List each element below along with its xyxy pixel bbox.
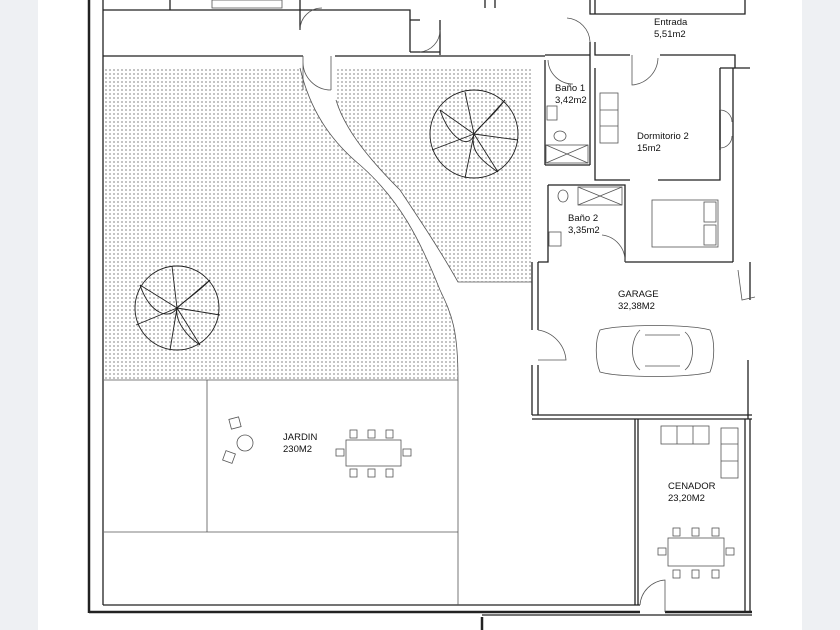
room-name-bano2: Baño 2 — [568, 213, 598, 224]
room-name-dormitorio2: Dormitorio 2 — [637, 131, 689, 142]
room-area-entrada: 5,51m2 — [654, 29, 686, 40]
bathroom-fixtures — [545, 105, 623, 247]
interior-walls — [531, 0, 756, 612]
lawn-area-left — [104, 68, 458, 380]
room-area-bano1: 3,42m2 — [555, 95, 587, 106]
garden-zones — [104, 379, 459, 605]
room-area-cenador: 23,20M2 — [668, 493, 705, 504]
room-area-bano2: 3,35m2 — [568, 225, 600, 236]
garden-chairs-icon — [222, 416, 254, 464]
cenador-dining-table-icon — [657, 527, 735, 579]
tree-icon — [429, 89, 519, 179]
room-name-garage: GARAGE — [618, 289, 659, 300]
room-name-bano1: Baño 1 — [555, 83, 585, 94]
bed-icon — [651, 199, 719, 248]
garden-dining-table-icon — [335, 429, 412, 478]
outer-walls — [87, 0, 752, 630]
room-area-dormitorio2: 15m2 — [637, 143, 661, 154]
cenador-sofas-icon — [660, 425, 739, 479]
lawn-area-right — [336, 68, 532, 282]
sofa-icon — [599, 92, 619, 144]
car-icon — [595, 325, 715, 377]
room-area-garage: 32,38M2 — [618, 301, 655, 312]
room-area-jardin: 230M2 — [283, 444, 312, 455]
room-name-cenador: CENADOR — [668, 481, 716, 492]
tree-icon — [134, 265, 221, 351]
room-name-jardin: JARDIN — [283, 432, 317, 443]
room-name-entrada: Entrada — [654, 17, 688, 28]
